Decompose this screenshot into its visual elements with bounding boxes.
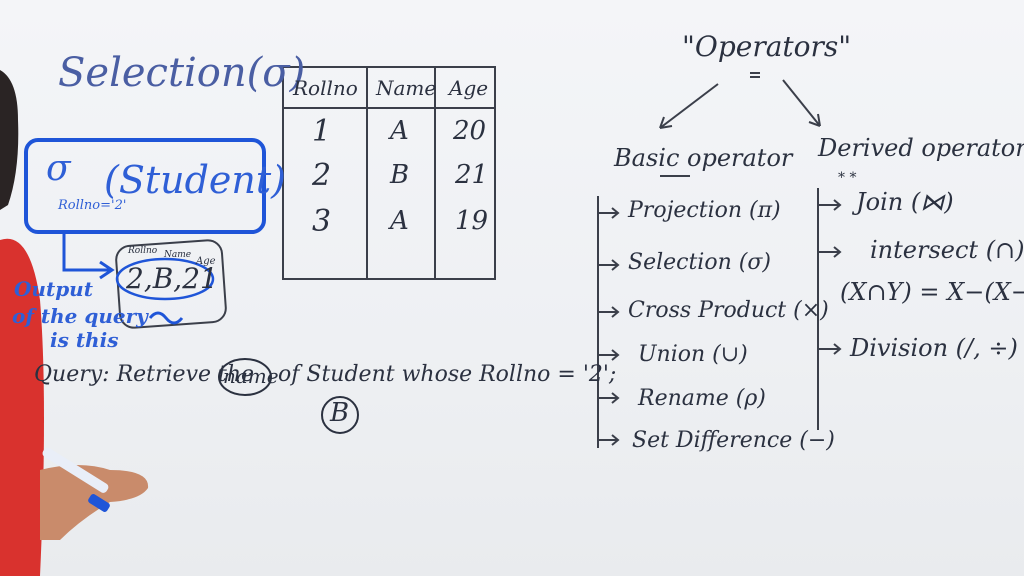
table-cell: 2 xyxy=(312,158,332,193)
table-header-age: Age xyxy=(449,76,489,100)
result-values: 2,B,21 xyxy=(126,262,218,295)
person-hair xyxy=(0,70,19,210)
basic-item: Union (∪) xyxy=(638,342,748,367)
result-arrow-line xyxy=(62,232,110,272)
selection-subscript: Rollno='2' xyxy=(58,198,127,213)
table-cell: 1 xyxy=(312,114,332,149)
basic-item: Projection (π) xyxy=(628,198,781,223)
result-box xyxy=(115,239,227,329)
result-header-age: Age xyxy=(196,256,216,267)
result-arrow-head xyxy=(99,260,115,280)
query-suffix: of Student whose Rollno = '2'; xyxy=(278,362,617,387)
basic-item: Selection (σ) xyxy=(628,250,771,275)
selection-box xyxy=(24,138,266,234)
sigma-symbol: σ xyxy=(46,148,71,189)
basic-item: Cross Product (×) xyxy=(628,298,829,323)
query-answer: B xyxy=(330,398,350,428)
result-header-rollno: Rollno xyxy=(128,246,158,256)
caption-line-1: Output xyxy=(14,277,93,301)
marker-cap xyxy=(88,494,110,512)
derived-item: Division (/, ÷) xyxy=(850,334,1018,362)
selection-relation: (Student) xyxy=(104,158,286,202)
arrow-to-basic xyxy=(659,83,719,129)
basic-item: Set Difference (−) xyxy=(632,428,835,453)
arrow-to-derived xyxy=(782,79,821,127)
table-cell: A xyxy=(390,116,409,146)
table-outline xyxy=(282,66,496,280)
derived-item: intersect (∩) xyxy=(870,236,1024,264)
table-cell: B xyxy=(390,160,410,190)
table-cell: 21 xyxy=(455,160,489,190)
caption-line-3: is this xyxy=(50,328,119,352)
table-cell: A xyxy=(390,206,409,236)
name-circle xyxy=(218,358,272,396)
derived-item: Join (⋈) xyxy=(856,188,954,216)
query-circled-word: name xyxy=(223,364,279,388)
table-cell: 19 xyxy=(455,206,489,236)
join-stars: * * xyxy=(838,170,857,186)
caption-squiggle xyxy=(148,311,184,325)
intersect-formula: (X∩Y) = X−(X−Y) xyxy=(840,278,1024,306)
operators-title: "Operators" xyxy=(682,30,852,63)
table-cell: 20 xyxy=(453,116,487,146)
selection-title: Selection(σ) xyxy=(58,50,306,96)
table-header-rollno: Rollno xyxy=(293,76,358,100)
basic-item: Rename (ρ) xyxy=(638,386,766,411)
table-header-name: Name xyxy=(376,76,437,100)
caption-line-2: of the query xyxy=(12,304,148,328)
person-shirt xyxy=(0,238,44,576)
basic-heading: Basic operator xyxy=(614,144,793,172)
answer-circle xyxy=(321,396,359,434)
marker xyxy=(42,447,109,493)
query-prefix: Query: Retrieve the xyxy=(34,362,255,387)
result-circle xyxy=(115,257,215,301)
table-cell: 3 xyxy=(312,204,332,239)
derived-heading: Derived operator xyxy=(818,134,1024,162)
result-header-name: Name xyxy=(164,250,192,260)
